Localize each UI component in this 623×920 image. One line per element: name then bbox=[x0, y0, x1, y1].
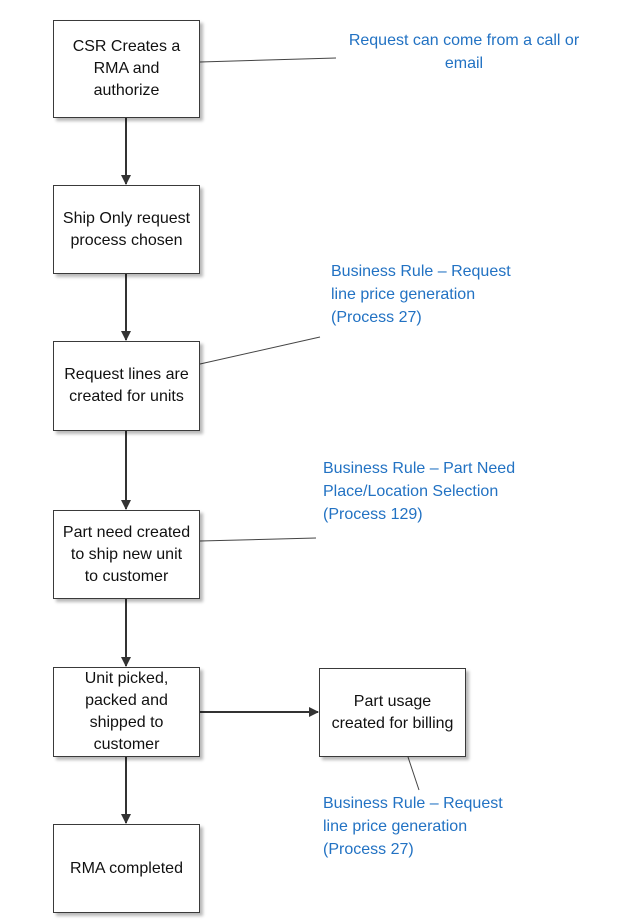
box-text-line: CSR Creates a bbox=[72, 38, 181, 55]
box-text-line: Ship Only request bbox=[62, 209, 191, 227]
box-text-line: RMA and bbox=[93, 60, 160, 77]
annotation-text-line: Place/Location Selection bbox=[323, 483, 499, 500]
annotation-text-line: (Process 129) bbox=[323, 506, 423, 523]
box-text-line: Unit picked, bbox=[84, 670, 169, 687]
box-text-line: authorize bbox=[93, 82, 160, 99]
leader-a1 bbox=[199, 57, 337, 63]
annotation-text-line: email bbox=[444, 55, 484, 72]
box-text-line: RMA completed bbox=[70, 859, 183, 877]
box-csr-creates-rma: CSR Creates a RMA and authorize bbox=[53, 20, 200, 118]
box-part-usage-billing: Part usage created for billing bbox=[319, 668, 466, 757]
leader-a2 bbox=[199, 336, 321, 365]
annotation-business-rule-process-27-b: Business Rule – Request line price gener… bbox=[323, 792, 583, 861]
box-ship-only-request: Ship Only request process chosen bbox=[53, 185, 200, 274]
annotation-text-line: (Process 27) bbox=[323, 841, 414, 858]
box-rma-completed: RMA completed bbox=[53, 824, 200, 913]
box-text-line: shipped to bbox=[89, 714, 164, 731]
annotation-business-rule-process-27-a: Business Rule – Request line price gener… bbox=[331, 260, 591, 329]
annotation-text-line: line price generation bbox=[331, 286, 476, 303]
box-request-lines-created: Request lines are created for units bbox=[53, 341, 200, 431]
box-text-line: created for units bbox=[69, 388, 184, 405]
box-text-line: Request lines are bbox=[64, 366, 189, 383]
box-unit-picked-packed-shipped: Unit picked, packed and shipped to custo… bbox=[53, 667, 200, 757]
annotation-text-line: Business Rule – Part Need bbox=[323, 460, 516, 477]
box-text-line: packed and bbox=[85, 692, 168, 709]
box-text-line: to customer bbox=[84, 567, 169, 585]
leader-a3 bbox=[199, 537, 317, 542]
leader-a4 bbox=[407, 756, 420, 791]
box-text-line: Part need created bbox=[62, 523, 191, 541]
box-text-line: Part usage bbox=[353, 692, 432, 710]
box-text-line: to ship new unit bbox=[70, 545, 183, 563]
annotation-text-line: line price generation bbox=[323, 818, 468, 835]
annotation-text-line: Business Rule – Request bbox=[331, 263, 511, 280]
annotation-text-line: Request can come from a call or bbox=[348, 32, 580, 49]
annotation-text-line: Business Rule – Request bbox=[323, 795, 503, 812]
box-part-need-created: Part need created to ship new unit to cu… bbox=[53, 510, 200, 599]
annotation-business-rule-process-129: Business Rule – Part Need Place/Location… bbox=[323, 457, 603, 526]
box-text-line: created for billing bbox=[331, 714, 454, 732]
annotation-request-source: Request can come from a call or email bbox=[328, 29, 600, 75]
box-text-line: process chosen bbox=[70, 231, 183, 249]
annotation-text-line: (Process 27) bbox=[331, 309, 422, 326]
box-text-line: customer bbox=[93, 736, 160, 753]
